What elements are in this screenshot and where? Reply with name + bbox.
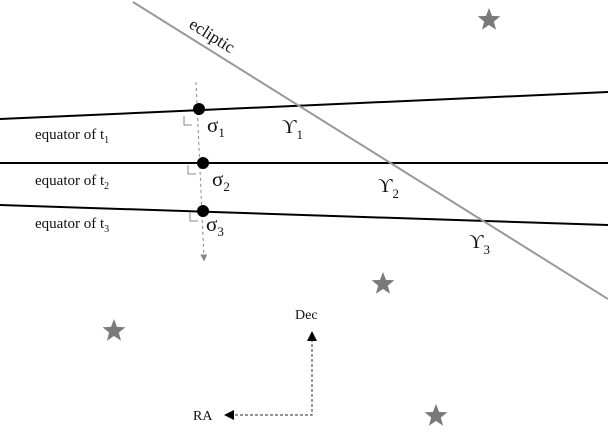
star-icon: [424, 404, 448, 426]
ra-label: RA: [193, 409, 213, 424]
equator-line-3: [0, 204, 608, 226]
sigma-label-1: σ1: [207, 113, 225, 140]
star-icon: [477, 8, 501, 30]
sigma-point-1: [193, 103, 205, 115]
star-icon: [102, 319, 126, 341]
right-angle-marker-1: [183, 116, 192, 126]
sigma-point-2: [197, 157, 209, 169]
equator-label-3: equator of t3: [35, 216, 109, 235]
right-angle-marker-3: [189, 212, 198, 222]
equator-line-1: [0, 91, 608, 120]
precession-path: [195, 81, 208, 262]
ecliptic-line: [132, 1, 608, 300]
sigma-point-3: [197, 205, 209, 217]
orientation-axes: [232, 339, 313, 416]
dec-arrow-icon: [307, 331, 317, 341]
ra-arrow-icon: [224, 410, 234, 420]
equinox-label-3: ϒ3: [469, 231, 490, 257]
equinox-label-1: ϒ1: [282, 116, 303, 142]
equator-label-1: equator of t1: [35, 127, 109, 146]
sigma-label-2: σ2: [212, 167, 230, 194]
right-angle-marker-2: [187, 165, 196, 175]
equinox-label-2: ϒ2: [378, 175, 399, 201]
dec-label: Dec: [295, 308, 318, 323]
equator-label-2: equator of t2: [35, 173, 109, 192]
background-stars: [102, 8, 501, 426]
sigma-label-3: σ3: [206, 212, 224, 239]
star-icon: [371, 272, 395, 294]
